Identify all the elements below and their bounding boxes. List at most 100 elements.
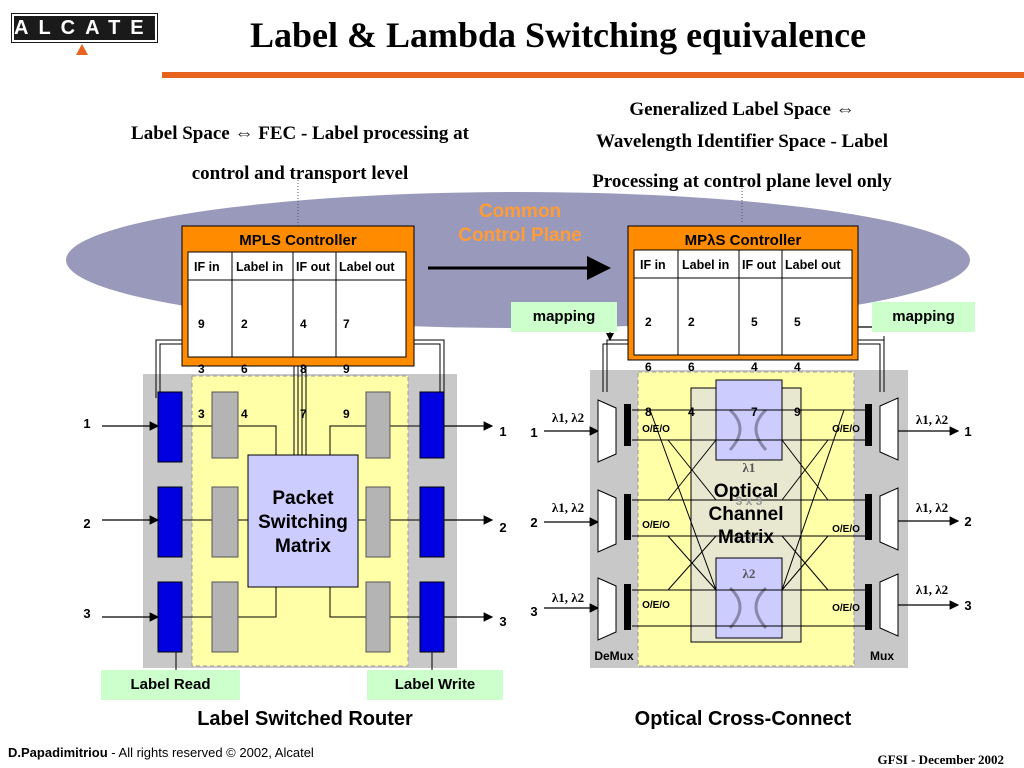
lsr-out-port-1 <box>419 391 445 459</box>
mpls-lambda-header-label-out: Label out <box>785 258 841 272</box>
table-cell: 8 <box>300 362 307 376</box>
table-cell: 3 <box>198 362 205 376</box>
footer-rights: - All rights reserved © 2002, Alcatel <box>107 745 314 760</box>
page-title: Label & Lambda Switching equivalence <box>250 15 867 55</box>
mapping-right: mapping <box>872 302 975 332</box>
oeo-label: O/E/O <box>642 520 670 531</box>
label-write: Label Write <box>367 670 503 700</box>
footer-copyright: D.Papadimitriou - All rights reserved © … <box>8 745 314 760</box>
packet-switching-matrix-label: Packet Switching Matrix <box>248 487 358 559</box>
lsr-out-port-label-1: 1 <box>499 424 507 439</box>
psm-line3: Matrix <box>275 536 331 557</box>
table-cell: 7 <box>343 317 350 331</box>
lsr-out-port-label-2: 2 <box>499 520 507 535</box>
table-cell: 3 <box>198 407 205 421</box>
right-description-line1: Generalized Label Space ⇔ <box>629 99 855 120</box>
footer-event: GFSI - December 2002 <box>877 752 1004 767</box>
footer-author: D.Papadimitriou <box>8 745 108 760</box>
mpls-col-if-in: 9 3 3 <box>198 287 205 437</box>
table-cell: 7 <box>751 405 758 419</box>
mpls-col-label-out: 7 9 9 <box>343 287 350 437</box>
mpls-header-if-out: IF out <box>296 260 331 274</box>
lsr-out-port-2 <box>419 486 445 558</box>
mux-1 <box>879 397 899 461</box>
demux-2 <box>597 489 617 553</box>
mpls-lambda-header-label-in: Label in <box>682 258 730 272</box>
lsr-buffer <box>211 486 239 558</box>
lsr-in-port-2 <box>157 486 183 558</box>
lsr-caption: Label Switched Router <box>197 708 413 730</box>
mpls-lambda-col-label-out: 5 4 9 <box>794 285 801 435</box>
oeo-label: O/E/O <box>832 424 860 435</box>
ocm-line3: Matrix <box>718 527 774 548</box>
ocm-line2: Channel <box>708 504 784 525</box>
mpls-header-label-out: Label out <box>339 260 395 274</box>
mux-2 <box>879 487 899 551</box>
oxc-behind-text-2: 3 x 3 <box>735 530 763 544</box>
oxc-wavelengths-in-2: λ1, λ2 <box>551 500 585 515</box>
common-control-plane-line2: Control Plane <box>458 225 582 246</box>
table-cell: 6 <box>688 360 695 374</box>
common-control-plane-line1: Common <box>478 201 562 222</box>
oeo-label: O/E/O <box>832 603 860 614</box>
right-description-line3: Processing at control plane level only <box>592 171 892 192</box>
table-cell: 4 <box>241 407 248 421</box>
demux-3 <box>597 577 617 641</box>
oxc-caption: Optical Cross-Connect <box>634 708 852 730</box>
demux-label: DeMux <box>594 649 634 663</box>
table-cell: 5 <box>794 315 801 329</box>
logo-triangle-icon <box>76 44 88 55</box>
table-cell: 4 <box>794 360 801 374</box>
lsr-in-port-label-1: 1 <box>83 416 91 431</box>
mpls-lambda-controller-title: MPλS Controller <box>684 232 802 249</box>
oxc-out-port-label-2: 2 <box>964 514 972 529</box>
table-cell: 4 <box>688 405 695 419</box>
right-description-line2: Wavelength Identifier Space - Label <box>595 131 889 152</box>
table-cell: 2 <box>241 317 248 331</box>
table-cell: 9 <box>343 362 350 376</box>
oxc-wavelengths-out-3: λ1, λ2 <box>915 582 949 597</box>
psm-line1: Packet <box>272 488 334 509</box>
mpls-lambda-header-if-in: IF in <box>640 258 666 272</box>
lsr-buffer <box>211 391 239 459</box>
table-cell: 9 <box>343 407 350 421</box>
oxc-behind-text-1: 3 x 3 <box>735 494 763 508</box>
demux-1 <box>597 399 617 463</box>
lsr-in-port-3 <box>157 581 183 653</box>
alcatel-logo-text: ALCATEL <box>14 17 176 39</box>
mpls-controller-title: MPLS Controller <box>239 232 357 249</box>
oeo-label: O/E/O <box>642 600 670 611</box>
oxc-in-port-label-1: 1 <box>530 425 538 440</box>
mpls-col-label-in: 2 6 4 <box>241 287 248 437</box>
lsr-out-port-3 <box>419 581 445 653</box>
left-description-line2: control and transport level <box>191 163 409 184</box>
lsr-in-port-1 <box>157 391 183 463</box>
table-cell: 8 <box>645 405 652 419</box>
lsr-in-port-label-2: 2 <box>83 516 91 531</box>
lsr-buffer <box>365 581 391 653</box>
psm-line2: Switching <box>258 512 348 533</box>
common-control-plane-label: Common Control Plane <box>430 200 610 248</box>
lambda2-switch <box>715 557 783 639</box>
table-cell: 9 <box>794 405 801 419</box>
oxc-in-port-label-2: 2 <box>530 515 538 530</box>
right-description: Generalized Label Space ⇔ Wavelength Ide… <box>540 94 944 206</box>
table-cell: 2 <box>645 315 652 329</box>
left-description: Label Space ⇔ FEC - Label processing at … <box>80 114 520 194</box>
lsr-buffer <box>365 391 391 459</box>
table-cell: 5 <box>751 315 758 329</box>
mapping-left: mapping <box>511 302 617 332</box>
lsr-buffer <box>365 486 391 558</box>
oeo-label: O/E/O <box>832 524 860 535</box>
lambda1-switch <box>715 379 783 461</box>
lambda2-label: λ2 <box>742 566 756 581</box>
optical-channel-matrix-label: Optical Channel Matrix <box>691 480 801 549</box>
oxc-wavelengths-out-2: λ1, λ2 <box>915 500 949 515</box>
table-cell: 6 <box>241 362 248 376</box>
lsr-out-port-label-3: 3 <box>499 614 507 629</box>
alcatel-logo: ALCATEL <box>11 13 166 43</box>
table-cell: 7 <box>300 407 307 421</box>
mux-3 <box>879 573 899 637</box>
ocm-line1: Optical <box>713 481 779 502</box>
mpls-lambda-col-if-in: 2 6 8 <box>645 285 652 435</box>
